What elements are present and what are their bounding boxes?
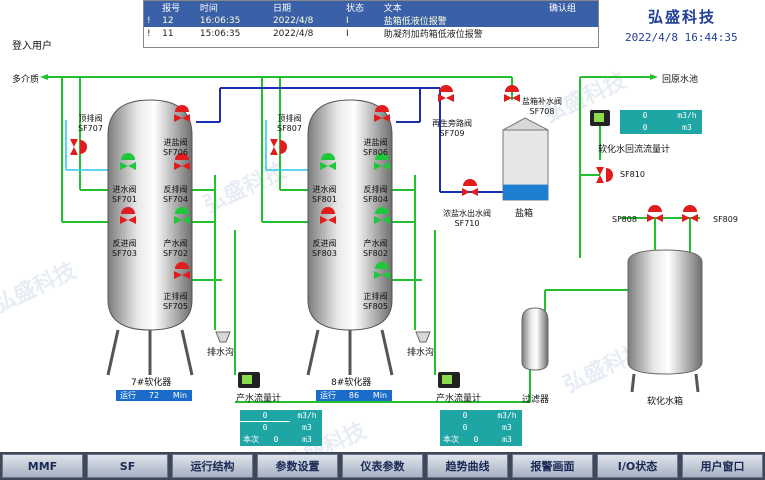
drain2-label: 排水沟 [407, 348, 435, 358]
tank8-name: 8#软化器 [331, 378, 372, 388]
filter-label: 过滤器 [522, 395, 550, 405]
drain1-label: 排水沟 [207, 348, 235, 358]
nav-instrument-params[interactable]: 仪表参数 [342, 454, 423, 478]
drain-funnels [215, 331, 431, 343]
meter7-label: 产水流量计 [236, 394, 282, 404]
alarm-table-header: 报号 时间 日期 状态 文本 确认组 [144, 1, 598, 14]
salt-tank [502, 117, 549, 201]
salt-tank-label: 盐箱 [515, 209, 534, 219]
meter8-label: 产水流量计 [436, 394, 482, 404]
meter7-readout: 0 m3/h 0 m3 本次 0 m3 [240, 410, 322, 446]
nav-alarm[interactable]: 报警画面 [512, 454, 593, 478]
process-diagram [40, 74, 703, 403]
tank7-name: 7#软化器 [131, 378, 172, 388]
return-meter-readout: 0 m3/h 0 m3 [620, 110, 702, 134]
alarm-row[interactable]: ! 11 15:06:35 2022/4/8 I 助凝剂加药箱低液位报警 [147, 28, 483, 41]
softened-tank-label: 软化水箱 [647, 397, 684, 407]
nav-mmf[interactable]: MMF [2, 454, 83, 478]
alarm-row[interactable]: ! 12 16:06:35 2022/4/8 I 盐箱低液位报警 [144, 14, 598, 27]
nav-sf[interactable]: SF [87, 454, 168, 478]
nav-user-window[interactable]: 用户窗口 [682, 454, 763, 478]
flow-meter-7 [238, 372, 260, 388]
nav-io-status[interactable]: I/O状态 [597, 454, 678, 478]
return-meter-label: 软化水回流流量计 [598, 145, 671, 155]
filter-vessel [521, 307, 549, 371]
nav-run-structure[interactable]: 运行结构 [172, 454, 253, 478]
bottom-nav: MMF SF 运行结构 参数设置 仪表参数 趋势曲线 报警画面 I/O状态 用户… [0, 452, 765, 480]
valve-label-sf810: SF810 [620, 170, 645, 179]
meter8-readout: 0 m3/h 0 m3 本次 0 m3 [440, 410, 522, 446]
valve-label-sf809: SF809 [713, 215, 738, 224]
login-user-label[interactable]: 登入用户 [12, 41, 52, 52]
cyan-pipes [65, 120, 308, 171]
flow-meter-8 [438, 372, 460, 388]
blue-pipes [196, 87, 503, 193]
flow-meter-return [590, 110, 610, 126]
nav-parameters[interactable]: 参数设置 [257, 454, 338, 478]
softened-water-tank [627, 249, 703, 393]
inlet-label: 多介质 [12, 75, 40, 85]
brand-title: 弘盛科技 [648, 8, 717, 26]
nav-trend[interactable]: 趋势曲线 [427, 454, 508, 478]
valve-label-sf808: SF808 [612, 215, 637, 224]
datetime-display: 2022/4/8 16:44:35 [625, 31, 738, 44]
alarm-table[interactable]: 报号 时间 日期 状态 文本 确认组 ! 12 16:06:35 2022/4/… [143, 0, 599, 48]
return-pool-label: 回原水池 [662, 75, 699, 85]
